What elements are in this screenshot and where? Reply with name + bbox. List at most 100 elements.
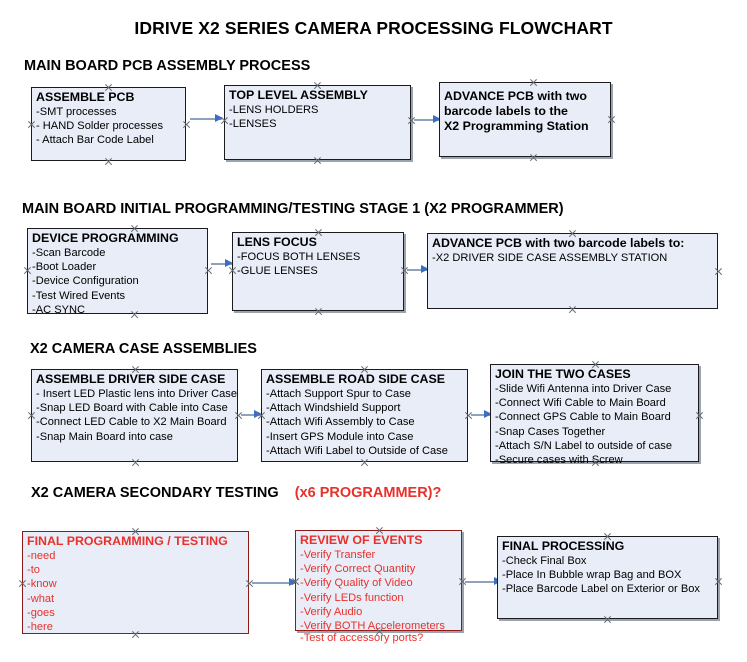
node-item: -goes — [27, 606, 55, 619]
section-heading-text: MAIN BOARD PCB ASSEMBLY PROCESS — [24, 58, 311, 74]
node-item: -Snap Main Board into case — [36, 430, 173, 443]
arrowhead-icon — [421, 265, 429, 274]
node-item: -Attach Windshield Support — [266, 402, 401, 415]
node-title: ADVANCE PCB with two — [444, 89, 587, 103]
arrowhead-icon — [484, 410, 492, 419]
section-heading-accent: (x6 PROGRAMMER)? — [294, 485, 442, 501]
section-heading-main-board-initial-programming: MAIN BOARD INITIAL PROGRAMMING/TESTING S… — [22, 201, 564, 217]
node-item: -Connect Wifi Cable to Main Board — [495, 397, 666, 410]
node-item: -to — [27, 564, 40, 577]
node-item: -Scan Barcode — [32, 247, 106, 259]
node-item: -Verify BOTH Accelerometers — [300, 620, 445, 633]
node-item: -Check Final Box — [502, 555, 587, 567]
node-title-line-2: barcode labels to the — [444, 104, 568, 118]
connector-assemble-pcb-to-top-level-assembly — [190, 114, 223, 123]
node-item: -Place Barcode Label on Exterior or Box — [502, 583, 700, 596]
node-lens-focus[interactable]: LENS FOCUS -FOCUS BOTH LENSES -GLUE LENS… — [232, 232, 404, 311]
node-title: ASSEMBLE ROAD SIDE CASE — [266, 372, 445, 386]
node-item: -Test Wired Events — [32, 289, 126, 302]
node-assemble-driver-side-case[interactable]: ASSEMBLE DRIVER SIDE CASE - Insert LED P… — [31, 369, 238, 462]
node-item: -here — [27, 621, 53, 634]
node-assemble-pcb[interactable]: ASSEMBLE PCB -SMT processes - HAND Solde… — [31, 87, 186, 161]
node-device-programming[interactable]: DEVICE PROGRAMMING -Scan Barcode -Boot L… — [27, 228, 208, 316]
arrowhead-icon — [254, 410, 262, 419]
node-title: REVIEW OF EVENTS — [300, 533, 423, 547]
node-item: -X2 DRIVER SIDE CASE ASSEMBLY STATION — [432, 252, 668, 264]
node-item: -need — [27, 550, 56, 562]
node-title: LENS FOCUS — [237, 235, 317, 249]
node-item: -Attach Wifi Label to Outside of Case — [266, 444, 448, 457]
node-title-line-3: X2 Programming Station — [444, 119, 589, 133]
node-item: -Boot Loader — [32, 261, 97, 274]
node-title: JOIN THE TWO CASES — [495, 367, 631, 381]
node-title: FINAL PROCESSING — [502, 539, 625, 553]
connector-line — [414, 119, 440, 121]
node-item: -Secure cases with Screw — [495, 454, 623, 467]
node-join-the-two-cases[interactable]: JOIN THE TWO CASES -Slide Wifi Antenna i… — [490, 364, 699, 466]
node-advance-pcb-driver-side-station[interactable]: ADVANCE PCB with two barcode labels to: … — [427, 233, 718, 309]
arrowhead-icon — [225, 259, 233, 268]
section-heading-text: X2 CAMERA CASE ASSEMBLIES — [30, 341, 257, 357]
node-item: -Slide Wifi Antenna into Driver Case — [495, 383, 672, 395]
node-item: -Verify Transfer — [300, 549, 376, 561]
node-item: -Attach Wifi Assembly to Case — [266, 416, 415, 429]
node-item: -Device Configuration — [32, 275, 139, 288]
section-heading-text: MAIN BOARD INITIAL PROGRAMMING/TESTING S… — [22, 201, 564, 217]
node-item: -Attach Support Spur to Case — [266, 388, 411, 400]
node-review-of-events[interactable]: REVIEW OF EVENTS -Verify Transfer -Verif… — [295, 530, 462, 644]
connector-review-of-events-to-final-processing — [465, 577, 502, 586]
page-title: IDRIVE X2 SERIES CAMERA PROCESSING FLOWC… — [134, 18, 613, 38]
connector-line — [190, 118, 222, 120]
node-item: -what — [27, 592, 55, 605]
connector-line — [407, 269, 428, 271]
connector-lens-focus-to-advance-pcb-driver-side — [407, 265, 429, 274]
connector-road-side-to-join-cases — [471, 410, 492, 419]
node-item: -Snap Cases Together — [495, 425, 606, 438]
node-title: ADVANCE PCB with two barcode labels to: — [432, 236, 685, 250]
node-final-programming-testing[interactable]: FINAL PROGRAMMING / TESTING -need -to -k… — [22, 531, 249, 634]
section-heading-x2-camera-case-assemblies: X2 CAMERA CASE ASSEMBLIES — [30, 341, 257, 357]
node-item: -LENSES — [229, 118, 277, 131]
node-item: -Attach S/N Label to outside of case — [495, 439, 672, 452]
node-top-level-assembly[interactable]: TOP LEVEL ASSEMBLY -LENS HOLDERS -LENSES — [224, 85, 411, 160]
section-heading-text: X2 CAMERA SECONDARY TESTING — [31, 485, 279, 501]
node-item: -Connect LED Cable to X2 Main Board — [36, 416, 227, 429]
node-item: - Insert LED Plastic lens into Driver Ca… — [36, 388, 237, 400]
arrowhead-icon — [289, 578, 297, 587]
node-item: -GLUE LENSES — [237, 265, 318, 278]
node-title: ASSEMBLE DRIVER SIDE CASE — [36, 372, 226, 386]
node-advance-pcb-programming-station[interactable]: ADVANCE PCB with two barcode labels to t… — [439, 82, 611, 157]
node-item: -Verify Audio — [300, 605, 363, 618]
arrowhead-icon — [215, 114, 223, 123]
node-item: -Connect GPS Cable to Main Board — [495, 411, 671, 424]
node-item: -SMT processes — [36, 106, 117, 118]
connector-line — [465, 581, 501, 583]
node-item: - Attach Bar Code Label — [36, 134, 154, 147]
node-title: ASSEMBLE PCB — [36, 90, 135, 104]
node-item: -Verify Correct Quantity — [300, 563, 416, 576]
connector-line — [471, 414, 491, 416]
node-item: -FOCUS BOTH LENSES — [237, 251, 361, 263]
connector-line — [211, 263, 232, 265]
node-item: -Insert GPS Module into Case — [266, 430, 414, 443]
node-item-overflow: -Test of accessory ports? — [300, 632, 424, 644]
node-item: - HAND Solder processes — [36, 120, 164, 133]
node-final-processing[interactable]: FINAL PROCESSING -Check Final Box -Place… — [497, 536, 718, 619]
node-item: -know — [27, 578, 57, 591]
connector-line — [241, 414, 261, 416]
arrowhead-icon — [433, 115, 441, 124]
connector-line — [252, 582, 296, 584]
node-title: FINAL PROGRAMMING / TESTING — [27, 534, 228, 548]
node-title: TOP LEVEL ASSEMBLY — [229, 88, 368, 102]
section-heading-main-board-pcb-assembly: MAIN BOARD PCB ASSEMBLY PROCESS — [24, 58, 310, 74]
node-item: -Place In Bubble wrap Bag and BOX — [502, 569, 682, 582]
node-assemble-road-side-case[interactable]: ASSEMBLE ROAD SIDE CASE -Attach Support … — [261, 369, 468, 462]
section-heading-x2-camera-secondary-testing: X2 CAMERA SECONDARY TESTING (x6 PROGRAMM… — [31, 485, 441, 501]
node-item: -Verify Quality of Video — [300, 577, 413, 590]
node-item: -LENS HOLDERS — [229, 104, 319, 116]
connector-device-programming-to-lens-focus — [211, 259, 233, 268]
node-title: DEVICE PROGRAMMING — [32, 231, 179, 245]
connector-driver-side-to-road-side — [241, 410, 262, 419]
connector-top-level-assembly-to-advance-pcb — [414, 115, 441, 124]
